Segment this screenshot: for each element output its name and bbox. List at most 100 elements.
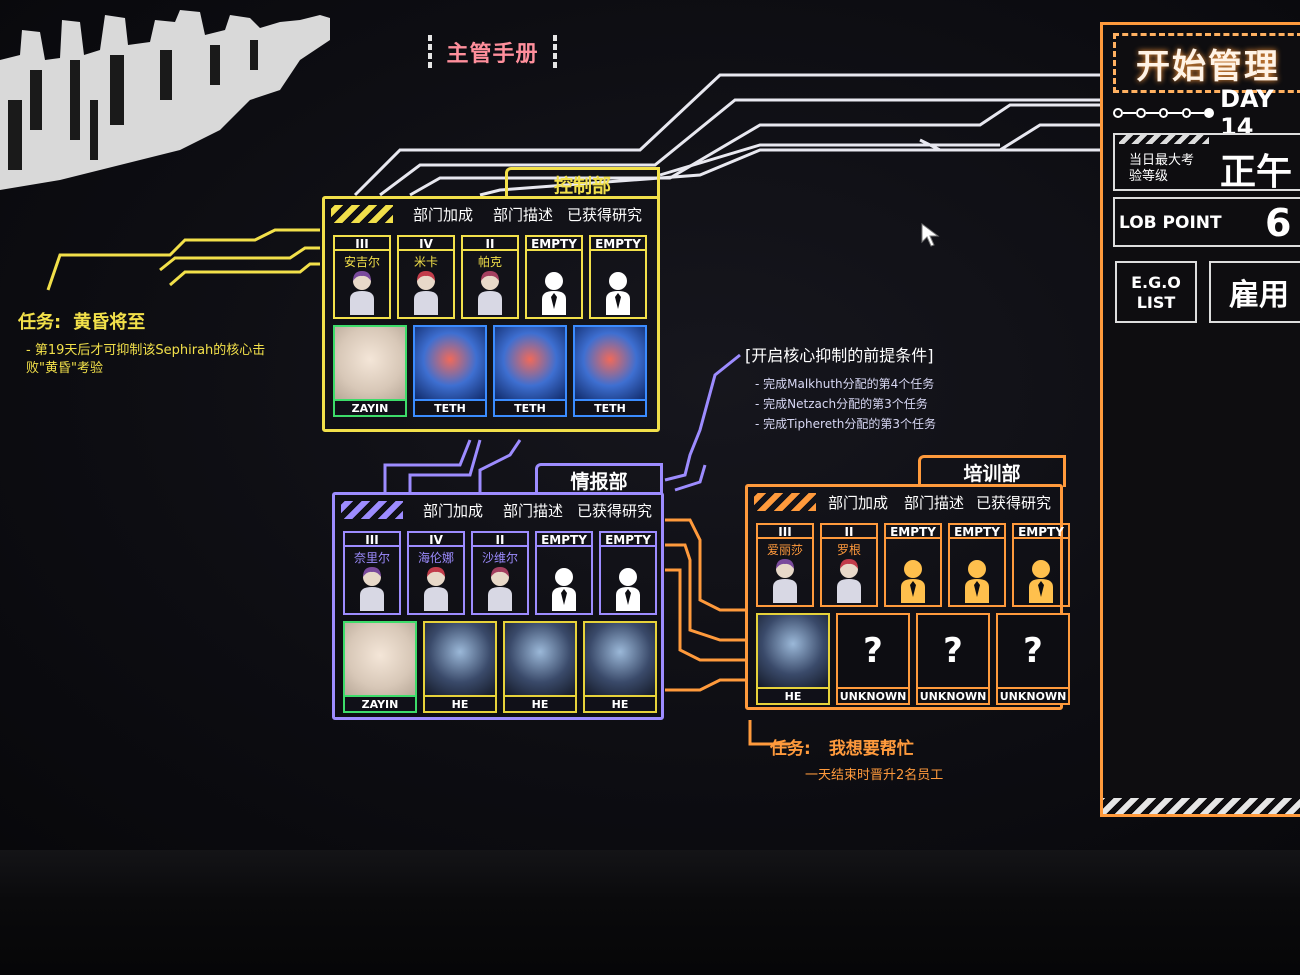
empty-agent-slot[interactable]: EMPTY: [948, 523, 1006, 607]
abnormality-portrait: [345, 623, 415, 695]
agent-avatar-icon: [360, 567, 384, 611]
agent-rank: II: [473, 533, 527, 547]
abnormality-portrait: [425, 623, 495, 695]
training-department-tab[interactable]: 培训部: [918, 455, 1066, 487]
information-department-tab[interactable]: 情报部: [535, 463, 663, 495]
mission-name: 我想要帮忙: [828, 739, 914, 759]
abnormality-slot[interactable]: ZAYIN: [343, 621, 417, 713]
day-progress: DAY 14: [1113, 85, 1300, 141]
control-department-tab[interactable]: 控制部: [505, 167, 660, 199]
abnormality-portrait: [495, 327, 565, 399]
abnormality-slot[interactable]: HE: [423, 621, 497, 713]
control-department-name: 控制部: [553, 175, 611, 197]
training-research-button[interactable]: 已获得研究: [976, 493, 1052, 512]
mission-prefix: 任务:: [770, 739, 811, 759]
risk-level-label: HE: [758, 687, 828, 703]
abnormality-slot[interactable]: TETH: [413, 325, 487, 417]
empty-agent-slot[interactable]: EMPTY: [884, 523, 942, 607]
empty-agent-icon: [552, 568, 576, 611]
max-ordeal-label: 当日最大考验等级: [1129, 153, 1195, 184]
lob-point-box: LOB POINT 6: [1113, 197, 1300, 247]
agent-rank: EMPTY: [601, 533, 655, 547]
training-mission-title: 任务: 我想要帮忙: [770, 734, 914, 759]
start-management-button[interactable]: 开始管理: [1113, 33, 1300, 93]
lob-point-label: LOB POINT: [1119, 213, 1222, 233]
unknown-abnormality-slot[interactable]: ?UNKNOWN: [916, 613, 990, 705]
information-bonus-button[interactable]: 部门加成: [423, 501, 484, 520]
unknown-abnormality-slot[interactable]: ?UNKNOWN: [836, 613, 910, 705]
agent-rank: EMPTY: [527, 237, 581, 251]
empty-agent-slot[interactable]: EMPTY: [535, 531, 593, 615]
empty-agent-icon: [965, 560, 989, 603]
control-department-header: 部门加成 部门描述 已获得研究: [325, 199, 657, 229]
control-mission-description: - 第19天后才可抑制该Sephirah的核心击败"黄昏"考验: [26, 343, 266, 376]
hire-button[interactable]: 雇用: [1209, 261, 1300, 323]
empty-agent-slot[interactable]: EMPTY: [599, 531, 657, 615]
agent-rank: II: [822, 525, 876, 539]
hazard-stripes: [754, 493, 816, 511]
mouse-cursor-icon: [921, 223, 940, 247]
agent-name: 罗根: [836, 543, 861, 557]
empty-agent-slot[interactable]: EMPTY: [589, 235, 647, 319]
risk-level-label: HE: [505, 695, 575, 711]
information-department-header: 部门加成 部门描述 已获得研究: [335, 495, 661, 525]
empty-agent-icon: [542, 272, 566, 315]
abnormality-slot[interactable]: ZAYIN: [333, 325, 407, 417]
abnormality-portrait: [585, 623, 655, 695]
abnormality-slot[interactable]: HE: [583, 621, 657, 713]
page-title: 主管手册: [446, 42, 539, 67]
control-bonus-button[interactable]: 部门加成: [413, 205, 474, 224]
manager-manual-title: 主管手册: [410, 32, 575, 72]
control-description-button[interactable]: 部门描述: [493, 205, 554, 224]
mission-name: 黄昏将至: [73, 312, 146, 333]
monitor-brand-logo-icon: [560, 850, 650, 884]
core-suppression-conditions-title: [开启核心抑制的前提条件]: [745, 346, 934, 365]
question-mark-icon: ?: [998, 615, 1068, 687]
training-bonus-button[interactable]: 部门加成: [828, 493, 889, 512]
unknown-abnormality-slot[interactable]: ?UNKNOWN: [996, 613, 1070, 705]
abnormality-slot[interactable]: HE: [503, 621, 577, 713]
training-department-header: 部门加成 部门描述 已获得研究: [748, 487, 1060, 517]
agent-name: 沙维尔: [481, 551, 518, 565]
empty-agent-slot[interactable]: EMPTY: [525, 235, 583, 319]
information-research-button[interactable]: 已获得研究: [577, 501, 653, 520]
abnormality-portrait: [505, 623, 575, 695]
condition-item: - 完成Netzach分配的第3个任务: [755, 397, 928, 411]
risk-level-label: TETH: [495, 399, 565, 415]
control-research-button[interactable]: 已获得研究: [567, 205, 643, 224]
information-description-button[interactable]: 部门描述: [503, 501, 564, 520]
abnormality-portrait: [758, 615, 828, 687]
management-side-panel: 开始管理 DAY 14 当日最大考验等级 正午 LOB POINT 6 E.G.…: [1100, 22, 1300, 817]
agent-slot[interactable]: II 罗根: [820, 523, 878, 607]
risk-level-label: HE: [585, 695, 655, 711]
ego-list-button[interactable]: E.G.O LIST: [1115, 261, 1197, 323]
agent-rank: IV: [399, 237, 453, 251]
training-department-name: 培训部: [963, 463, 1021, 485]
agent-slot[interactable]: II 沙维尔: [471, 531, 529, 615]
core-suppression-conditions-list: - 完成Malkhuth分配的第4个任务 - 完成Netzach分配的第3个任务…: [755, 374, 936, 434]
city-skyline-decoration: [0, 10, 330, 190]
empty-agent-slot[interactable]: EMPTY: [1012, 523, 1070, 607]
abnormality-slot[interactable]: HE: [756, 613, 830, 705]
abnormality-portrait: [575, 327, 645, 399]
abnormality-slot[interactable]: TETH: [573, 325, 647, 417]
agent-name: 爱丽莎: [766, 543, 803, 557]
risk-level-label: HE: [425, 695, 495, 711]
agent-avatar-icon: [350, 271, 374, 315]
condition-item: - 完成Tiphereth分配的第3个任务: [755, 417, 937, 431]
empty-agent-icon: [616, 568, 640, 611]
training-description-button[interactable]: 部门描述: [904, 493, 965, 512]
abnormality-slot[interactable]: TETH: [493, 325, 567, 417]
question-mark-icon: ?: [838, 615, 908, 687]
